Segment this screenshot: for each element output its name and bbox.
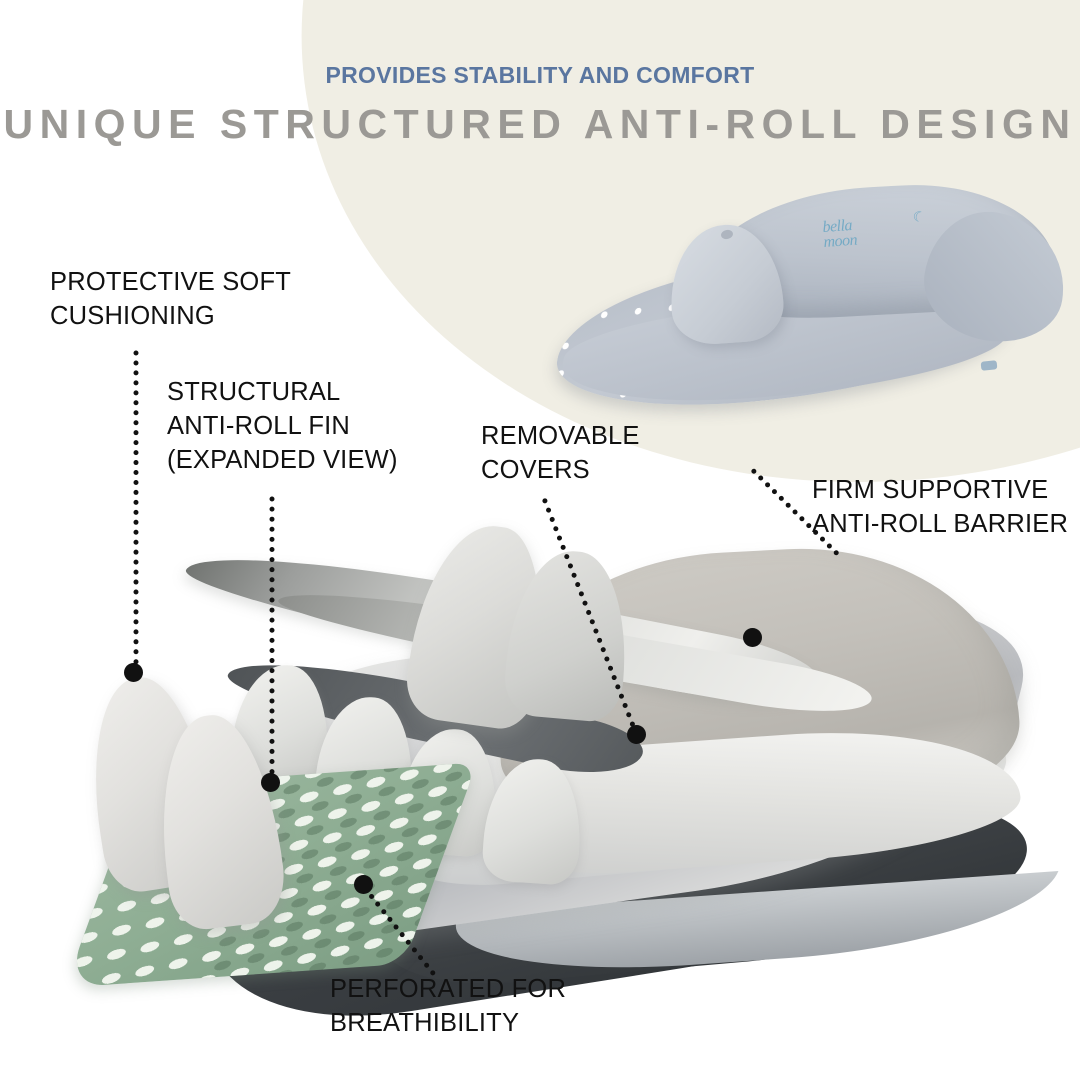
callout-firm-supportive-anti-roll-barrier: FIRM SUPPORTIVE ANTI-ROLL BARRIER	[812, 476, 1069, 538]
leader-dot-removable-covers	[627, 725, 646, 744]
callout-protective-soft-cushioning: PROTECTIVE SOFT CUSHIONING	[50, 268, 292, 330]
callout-removable-covers: REMOVABLE COVERS	[481, 422, 640, 484]
page-title: UNIQUE STRUCTURED ANTI-ROLL DESIGN	[3, 101, 1077, 147]
callout-perforated-for-breathibility: PERFORATED FOR BREATHIBILITY	[330, 975, 567, 1037]
bella-moon-logo: bella moon ☾	[822, 209, 926, 251]
eyebrow-text: PROVIDES STABILITY AND COMFORT	[325, 62, 755, 88]
leader-line-structural-anti-roll-fin	[269, 496, 275, 785]
exploded-view-illustration	[64, 515, 1059, 1049]
leader-dot-firm-supportive-anti-roll-barrier	[743, 628, 762, 647]
header: PROVIDES STABILITY AND COMFORT UNIQUE ST…	[0, 0, 1080, 148]
callout-structural-anti-roll-fin: STRUCTURAL ANTI-ROLL FIN (EXPANDED VIEW)	[167, 378, 398, 474]
hero-product-photo: bella moon ☾	[545, 177, 1075, 424]
leader-dot-perforated-for-breathibility	[354, 875, 373, 894]
leader-dot-structural-anti-roll-fin	[261, 773, 280, 792]
leader-line-protective-soft-cushioning	[133, 350, 139, 675]
hero-brand-tab	[980, 360, 998, 371]
leader-dot-protective-soft-cushioning	[124, 663, 143, 682]
